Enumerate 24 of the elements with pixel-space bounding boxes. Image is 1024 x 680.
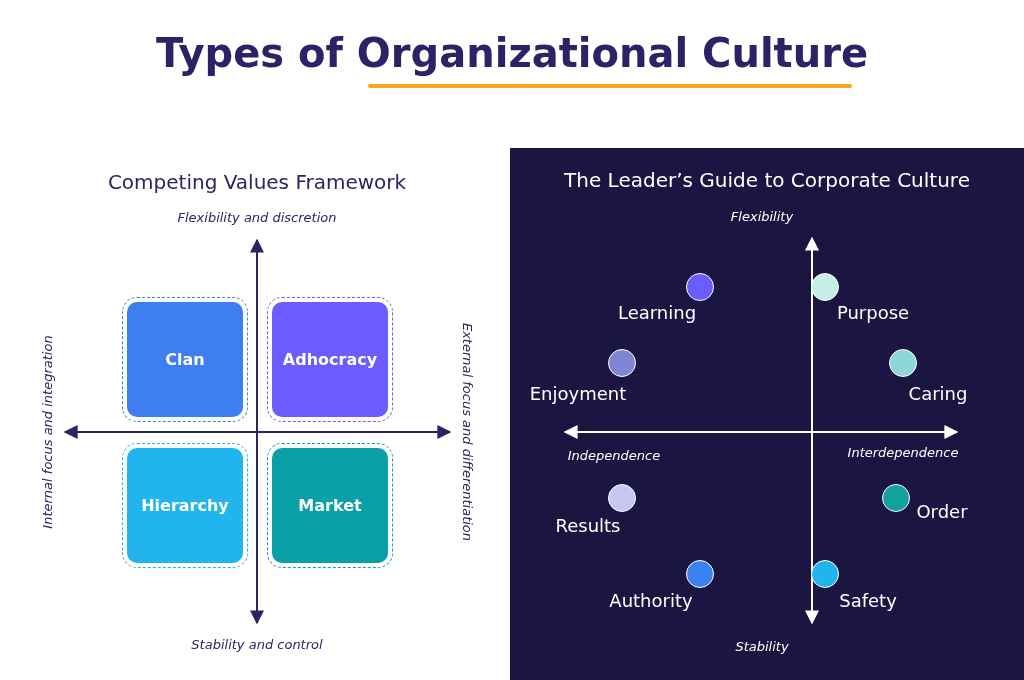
quadrant-box: Adhocracy bbox=[272, 302, 388, 417]
quadrant-label: Authority bbox=[608, 590, 694, 611]
axis-label: Stability bbox=[735, 638, 789, 654]
quadrant-label: Safety bbox=[838, 590, 898, 611]
axis-label: External focus and differentiation bbox=[459, 322, 475, 542]
quadrant-label: Learning bbox=[616, 302, 698, 323]
quadrant-label: Caring bbox=[907, 383, 969, 404]
axis-label: Flexibility bbox=[730, 208, 794, 224]
axis-label: Stability and control bbox=[191, 636, 323, 652]
axis-label: Flexibility and discretion bbox=[177, 209, 337, 225]
quadrant-box: Clan bbox=[127, 302, 243, 417]
axis-label: Independence bbox=[567, 447, 661, 463]
axis-label: Internal focus and integration bbox=[39, 335, 55, 529]
title: Types of Organizational Culture bbox=[154, 30, 870, 76]
quadrant-label: Order bbox=[915, 501, 969, 522]
axis-label: Interdependence bbox=[847, 444, 959, 460]
panel-background bbox=[510, 148, 1024, 680]
quadrant-label: Enjoyment bbox=[528, 383, 628, 404]
quadrant-box: Market bbox=[272, 448, 388, 563]
quadrant-box: Hierarchy bbox=[127, 448, 243, 563]
panel-heading: The Leader’s Guide to Corporate Culture bbox=[563, 168, 971, 192]
quadrant-label: Results bbox=[554, 515, 622, 536]
framework-heading: Competing Values Framework bbox=[107, 170, 407, 194]
quadrant-label: Purpose bbox=[835, 302, 911, 323]
